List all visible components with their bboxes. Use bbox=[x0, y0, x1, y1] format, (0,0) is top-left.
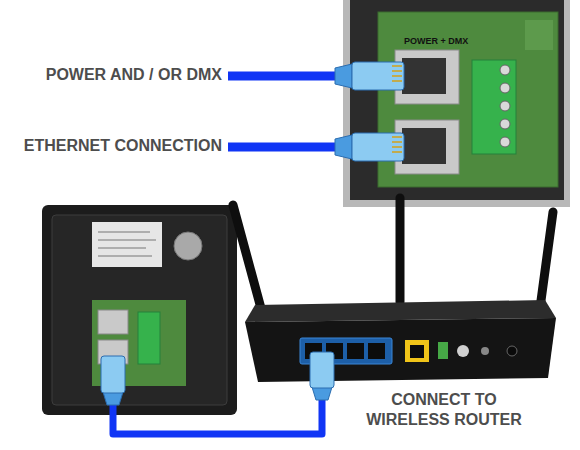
pcb-marking bbox=[525, 20, 553, 50]
port-hole bbox=[410, 345, 424, 358]
power-jack bbox=[507, 346, 517, 356]
antennas bbox=[233, 198, 553, 312]
callout-label: CONNECT TO WIRELESS ROUTER bbox=[353, 390, 535, 430]
callout-label: POWER AND / OR DMX bbox=[46, 66, 222, 84]
coin-battery bbox=[174, 232, 202, 260]
sticker-lines bbox=[98, 232, 156, 256]
callout-label: ETHERNET CONNECTION bbox=[24, 137, 222, 155]
pcb bbox=[378, 12, 558, 187]
rj45-plug bbox=[335, 133, 404, 161]
usb-port bbox=[438, 342, 448, 359]
cable bbox=[113, 398, 322, 434]
button bbox=[457, 345, 469, 357]
jack-opening bbox=[402, 58, 446, 94]
terminal-screws bbox=[500, 65, 510, 147]
rj45-plug bbox=[335, 62, 404, 90]
inset-frame bbox=[343, 0, 570, 207]
reset-button bbox=[481, 347, 489, 355]
controller-inner bbox=[52, 215, 227, 405]
terminal-block bbox=[472, 60, 516, 154]
sticker bbox=[92, 222, 162, 267]
wan-port bbox=[405, 340, 429, 362]
rj45-plug bbox=[101, 356, 125, 405]
router-body bbox=[245, 318, 556, 382]
rj45-jack bbox=[395, 50, 459, 104]
rj45-jack bbox=[395, 120, 459, 174]
cable bbox=[228, 72, 340, 81]
controller-back bbox=[42, 205, 237, 415]
terminal-block bbox=[138, 312, 160, 364]
rj45-plug bbox=[310, 352, 334, 400]
cable bbox=[228, 143, 340, 152]
silkscreen-text: POWER + DMX bbox=[404, 36, 468, 46]
inset-panel bbox=[350, 0, 564, 200]
jack-opening bbox=[402, 128, 446, 164]
rj45-jack bbox=[98, 310, 128, 334]
